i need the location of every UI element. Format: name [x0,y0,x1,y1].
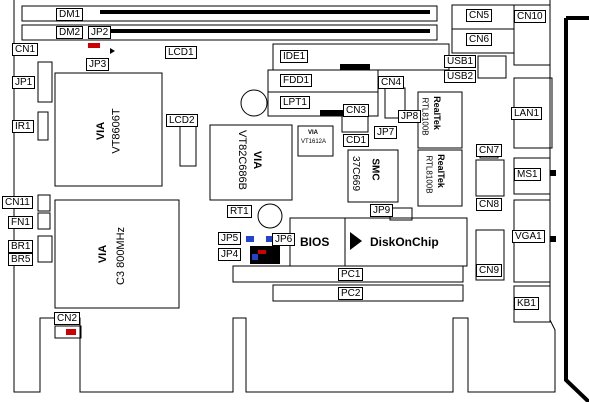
pc104-connector-2 [272,284,464,302]
jp6-jumper [266,236,274,242]
jp5-label: JP5 [218,232,242,245]
cn2-label: CN2 [54,312,81,325]
audio-model: VT1612A [301,139,327,145]
superio-model: 37C669 [350,155,362,192]
cpu-chip [54,199,180,309]
lan1-label: LAN1 [511,107,543,120]
jp9-label: JP9 [370,204,394,217]
lcd1-label: LCD1 [165,46,197,59]
cn4-label: CN4 [378,76,405,89]
audio-chip [297,125,334,157]
diskonchip-label: DiskOnChip [370,235,439,249]
pcb-outline [13,0,556,393]
ir1-label: IR1 [12,120,34,133]
dimm-slot-2 [21,24,438,41]
ms-key [550,170,556,176]
lan-chip-a-model: RTL8100B [420,97,430,136]
fdd1-label: FDD1 [280,74,313,87]
jp1-header [37,61,53,103]
pc104-connector-1 [232,265,464,283]
ms1-label: MS1 [514,168,541,181]
battery-2 [257,203,283,229]
rt1-label: RT1 [227,205,252,218]
lcd2-label: LCD2 [166,114,198,127]
cn2-header [54,325,82,339]
jp4-label: JP4 [218,248,242,261]
northbridge-brand: VIA [95,121,108,141]
northbridge-chip [54,72,163,187]
cpu-model: C3 800MHz [115,226,128,286]
ide1-label: IDE1 [280,50,309,63]
fn1-label: FN1 [8,216,33,229]
cd1-label: CD1 [343,134,370,147]
battery-1 [240,89,268,117]
cn8-connector [475,159,505,197]
audio-brand: VIA [308,130,319,136]
dm2-slot-key [100,29,430,33]
pc1-label: PC1 [338,268,364,281]
kb1-label: KB1 [514,297,539,310]
io-bracket [564,16,589,402]
cn11-label: CN11 [2,196,33,209]
lpt-key [320,110,360,116]
pc2-label: PC2 [338,287,364,300]
cn2-pin [66,329,76,335]
jp6-label: JP6 [272,233,296,246]
jp4-blue-pin [252,254,258,260]
jp4-pin [258,250,266,254]
dm1-label: DM1 [56,8,84,21]
vga-key [550,236,556,242]
ir1-header [37,111,49,141]
northbridge-model: VT8606T [110,108,123,154]
jp5-jumper [246,236,254,242]
southbridge-model: VT82C686B [235,130,248,190]
br-header [37,235,53,263]
cn7-label: CN7 [476,144,503,157]
dm2-label: DM2 [56,26,84,39]
usb-header [477,55,507,79]
vga1-label: VGA1 [512,230,545,243]
fn1-header [37,212,51,230]
dimm-slot-1 [21,5,438,22]
bios-label: BIOS [300,235,330,249]
superio-brand: SMC [369,158,381,181]
cpu-brand: VIA [97,244,110,264]
jp3-label: JP3 [86,58,110,71]
cn3-header [341,115,369,133]
br1-label: BR1 [8,240,34,253]
cn5-label: CN5 [466,9,493,22]
southbridge-chip [209,124,293,201]
jp1-label: JP1 [12,76,36,89]
lpt1-label: LPT1 [280,96,310,109]
southbridge-brand: VIA [251,150,264,170]
jp7-label: JP7 [374,126,398,139]
cn3-label: CN3 [343,104,370,117]
diskonchip-arrow-icon [350,232,362,250]
superio-chip [347,149,399,203]
jp2-label: JP2 [88,26,112,39]
jp2-jumper [88,43,100,48]
cn10-label: CN10 [514,10,546,23]
lan-chip-b [417,149,463,207]
jp8-label: JP8 [398,110,422,123]
cn9-label: CN9 [476,264,503,277]
usb1-label: USB1 [444,55,477,68]
cn10-connector [513,4,551,66]
lan-chip-b-brand: RealTek [435,154,446,188]
br5-label: BR5 [8,253,34,266]
cn11-header [37,194,51,212]
cn9-connector [475,229,505,281]
dm1-slot-key [100,10,430,14]
cn6-label: CN6 [466,33,493,46]
usb2-label: USB2 [444,70,477,83]
cn1-label: CN1 [12,43,39,56]
ide-key [340,64,370,70]
lan-chip-a-brand: RealTek [431,96,442,130]
lan-chip-b-model: RTL8100B [424,155,434,194]
cn8-label: CN8 [476,198,503,211]
lcd1-arrow-icon [110,48,115,54]
